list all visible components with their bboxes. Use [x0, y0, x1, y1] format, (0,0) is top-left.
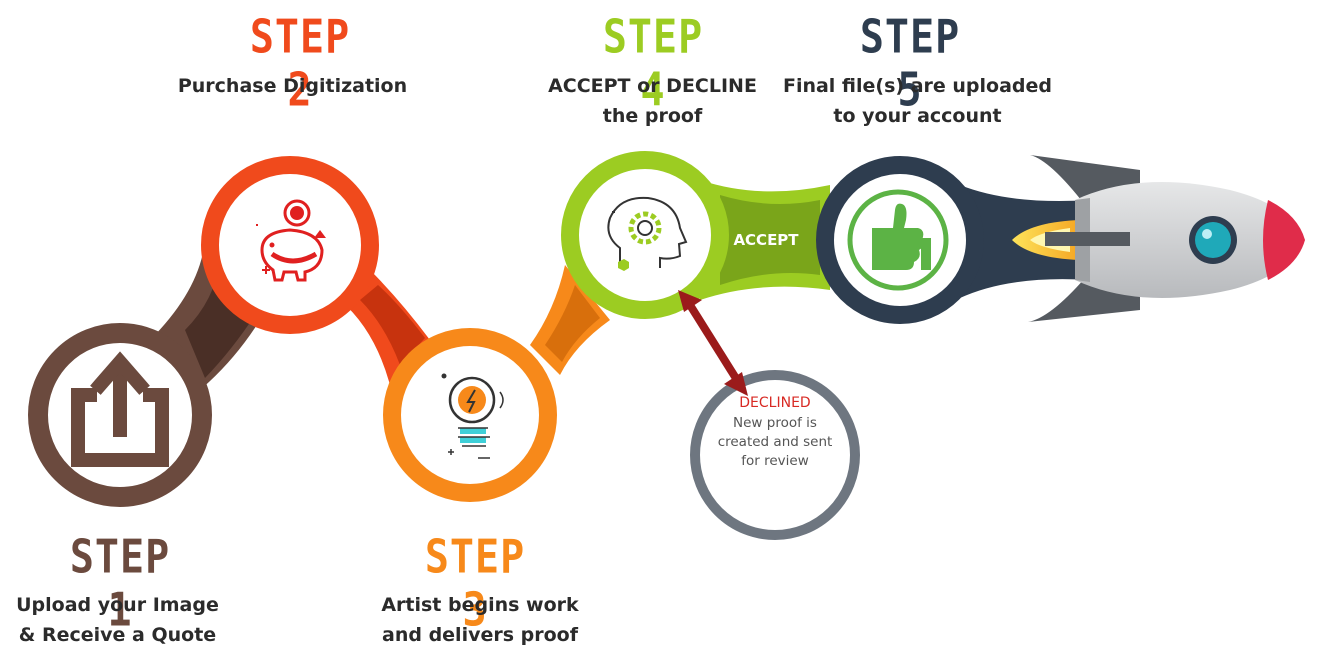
- declined-circle: [690, 370, 860, 540]
- step-3-circle: [383, 328, 557, 502]
- step-4-line-2: the proof: [602, 105, 703, 127]
- step-1-line-2: & Receive a Quote: [18, 624, 217, 646]
- declined-line-2: created and sent: [717, 434, 833, 450]
- step-5-line-2: to your account: [833, 105, 1002, 127]
- decline-arrow: [678, 290, 748, 396]
- connector-4-5: [700, 180, 830, 300]
- step-4-line-1: ACCEPT or DECLINE: [548, 75, 757, 97]
- accept-label: ACCEPT: [733, 231, 799, 249]
- step-2-description: Purchase Digitization: [150, 71, 435, 101]
- step-1-title: STEP 1: [69, 531, 171, 637]
- thumbs-up-icon: [847, 189, 949, 291]
- step-4-description: ACCEPT or DECLINE the proof: [535, 71, 770, 131]
- step-3-line-1: Artist begins work: [381, 594, 579, 616]
- step-2-circle: [201, 156, 379, 334]
- step-5-line-1: Final file(s) are uploaded: [782, 75, 1053, 97]
- head-gear-icon: [607, 196, 688, 271]
- step-3-description: Artist begins work and delivers proof: [360, 590, 600, 650]
- step-3-line-2: and delivers proof: [382, 624, 578, 646]
- piggy-bank-icon: [256, 199, 326, 282]
- declined-box: DECLINED New proof is created and sent f…: [700, 395, 850, 471]
- lightbulb-icon: [441, 373, 504, 459]
- step-1-line-1: Upload your Image: [16, 594, 219, 616]
- upload-icon: [71, 351, 169, 467]
- step-3-title: STEP 3: [424, 531, 526, 637]
- step-2-title: STEP 2: [249, 11, 351, 117]
- declined-title: DECLINED: [739, 395, 811, 411]
- step-5-title: STEP 5: [859, 11, 961, 117]
- declined-line-3: for review: [741, 453, 809, 469]
- step-2-line-1: Purchase Digitization: [177, 75, 408, 97]
- rocket-icon: [1012, 155, 1305, 322]
- connector-3-4: [530, 265, 610, 375]
- step-5-description: Final file(s) are uploaded to your accou…: [770, 71, 1065, 131]
- step-4-title: STEP 4: [602, 11, 704, 117]
- declined-line-1: New proof is: [733, 415, 817, 431]
- step-1-description: Upload your Image & Receive a Quote: [0, 590, 235, 650]
